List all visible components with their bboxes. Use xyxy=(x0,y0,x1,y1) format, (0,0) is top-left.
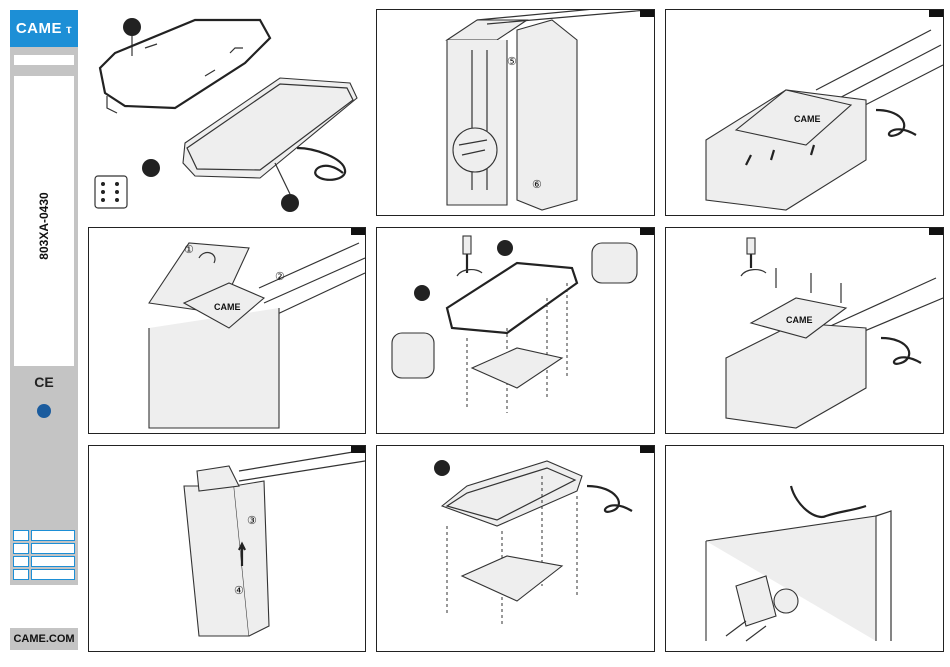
control-box xyxy=(472,348,562,388)
step-5-drawing xyxy=(377,228,654,433)
lang-flag[interactable] xyxy=(13,556,29,567)
callout-dot xyxy=(123,18,141,36)
step-3-drawing: CAME xyxy=(666,10,943,215)
callout-dot xyxy=(281,194,299,212)
language-grid xyxy=(13,530,75,582)
product-code: 803XA-0430 xyxy=(37,192,51,259)
cable-icon xyxy=(587,486,632,512)
step-4-panel: CAME ① ② xyxy=(88,227,366,434)
step-8-panel xyxy=(376,445,655,652)
cable-icon xyxy=(881,338,921,364)
step-3-panel: CAME xyxy=(665,9,944,216)
barrier-body xyxy=(726,323,866,428)
lang-flag[interactable] xyxy=(13,530,29,541)
detail-magnifier xyxy=(592,243,637,283)
step-8-drawing xyxy=(377,446,654,651)
control-box xyxy=(462,556,562,601)
step-tag xyxy=(929,10,943,17)
metal-frame xyxy=(447,263,577,333)
cable-icon xyxy=(297,148,345,180)
box-brand: CAME xyxy=(214,302,241,312)
cable-icon xyxy=(876,110,916,136)
control-box xyxy=(197,466,239,491)
eac-logo-icon xyxy=(37,404,51,418)
step-7-drawing: ③ ④ xyxy=(89,446,365,651)
ce-mark: CE xyxy=(10,374,78,390)
barrier-interior xyxy=(706,516,876,641)
step-6-drawing: CAME xyxy=(666,228,943,433)
barrier-cabinet xyxy=(447,40,507,205)
lang-label[interactable] xyxy=(31,556,75,567)
callout-dot xyxy=(497,240,513,256)
step-5-panel xyxy=(376,227,655,434)
step-tag xyxy=(351,228,365,235)
callout-dot xyxy=(414,285,430,301)
step-tag xyxy=(929,228,943,235)
marker-5: ⑤ xyxy=(507,56,517,68)
marker-2: ② xyxy=(275,271,285,283)
code-panel: 803XA-0430 xyxy=(14,76,74,366)
step-9-drawing xyxy=(666,446,943,651)
callout-dot xyxy=(434,460,450,476)
callout-dot xyxy=(142,159,160,177)
marker-4: ④ xyxy=(234,585,244,597)
step-2-drawing: ⑤ ⑥ xyxy=(377,10,654,215)
step-7-panel: ③ ④ xyxy=(88,445,366,652)
box-brand: CAME xyxy=(786,315,813,325)
marker-6: ⑥ xyxy=(532,179,542,191)
sidebar-strip xyxy=(14,55,74,65)
screws-box xyxy=(95,176,127,208)
step-tag xyxy=(640,446,654,453)
step-2-panel: ⑤ ⑥ xyxy=(376,9,655,216)
step-9-panel xyxy=(665,445,944,652)
step-4-drawing: CAME ① ② xyxy=(89,228,365,433)
cable-icon xyxy=(791,486,866,517)
step-tag xyxy=(640,228,654,235)
step-6-panel: CAME xyxy=(665,227,944,434)
box-brand: CAME xyxy=(794,114,821,124)
lang-flag[interactable] xyxy=(13,569,29,580)
parts-illustration xyxy=(85,8,365,213)
rotate-arrow-icon xyxy=(741,270,766,276)
marker-1: ① xyxy=(184,244,194,256)
step-tag xyxy=(640,10,654,17)
detail-magnifier xyxy=(453,128,497,172)
barrier-cabinet xyxy=(149,308,279,428)
rotate-arrow-icon xyxy=(457,270,482,276)
lang-label[interactable] xyxy=(31,569,75,580)
website-footer[interactable]: CAME.COM xyxy=(10,628,78,650)
seal-gasket xyxy=(442,461,582,526)
lang-label[interactable] xyxy=(31,530,75,541)
step-tag xyxy=(351,446,365,453)
marker-3: ③ xyxy=(247,515,257,527)
parts-drawing xyxy=(85,8,365,213)
detail-magnifier xyxy=(392,333,434,378)
cabinet-door xyxy=(517,20,577,210)
lang-flag[interactable] xyxy=(13,543,29,554)
lang-label[interactable] xyxy=(31,543,75,554)
